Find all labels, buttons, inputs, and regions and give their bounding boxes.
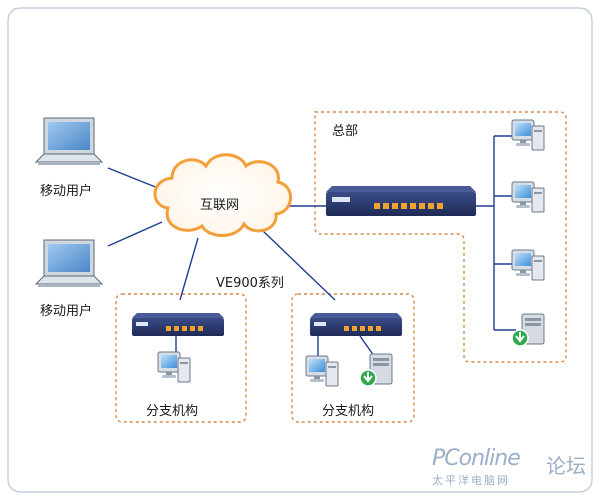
laptop-icon-top — [35, 117, 103, 166]
label-mobile-user-bottom: 移动用户 — [40, 304, 93, 319]
laptop-icon-bottom — [35, 239, 103, 288]
label-mobile-user-top: 移动用户 — [40, 184, 93, 199]
watermark-brand: PConline — [432, 446, 521, 471]
label-internet: 互联网 — [200, 198, 240, 213]
watermark-forum: 论坛 — [546, 454, 586, 478]
connection-lines — [107, 135, 516, 358]
label-branch-left: 分支机构 — [146, 404, 199, 419]
headquarters-zone — [314, 111, 567, 363]
watermark-sub: 太平洋电脑网 — [432, 474, 510, 487]
headquarters-router-icon — [326, 186, 476, 216]
branch-zone-right — [291, 293, 415, 423]
label-headquarters: 总部 — [332, 124, 359, 139]
branch-router-icon-left — [132, 313, 224, 336]
internet-cloud-icon — [153, 153, 292, 237]
outer-frame — [7, 7, 593, 493]
branch-router-icon-right — [310, 313, 402, 336]
label-branch-right: 分支机构 — [322, 404, 375, 419]
label-series: VE900系列 — [216, 276, 284, 291]
